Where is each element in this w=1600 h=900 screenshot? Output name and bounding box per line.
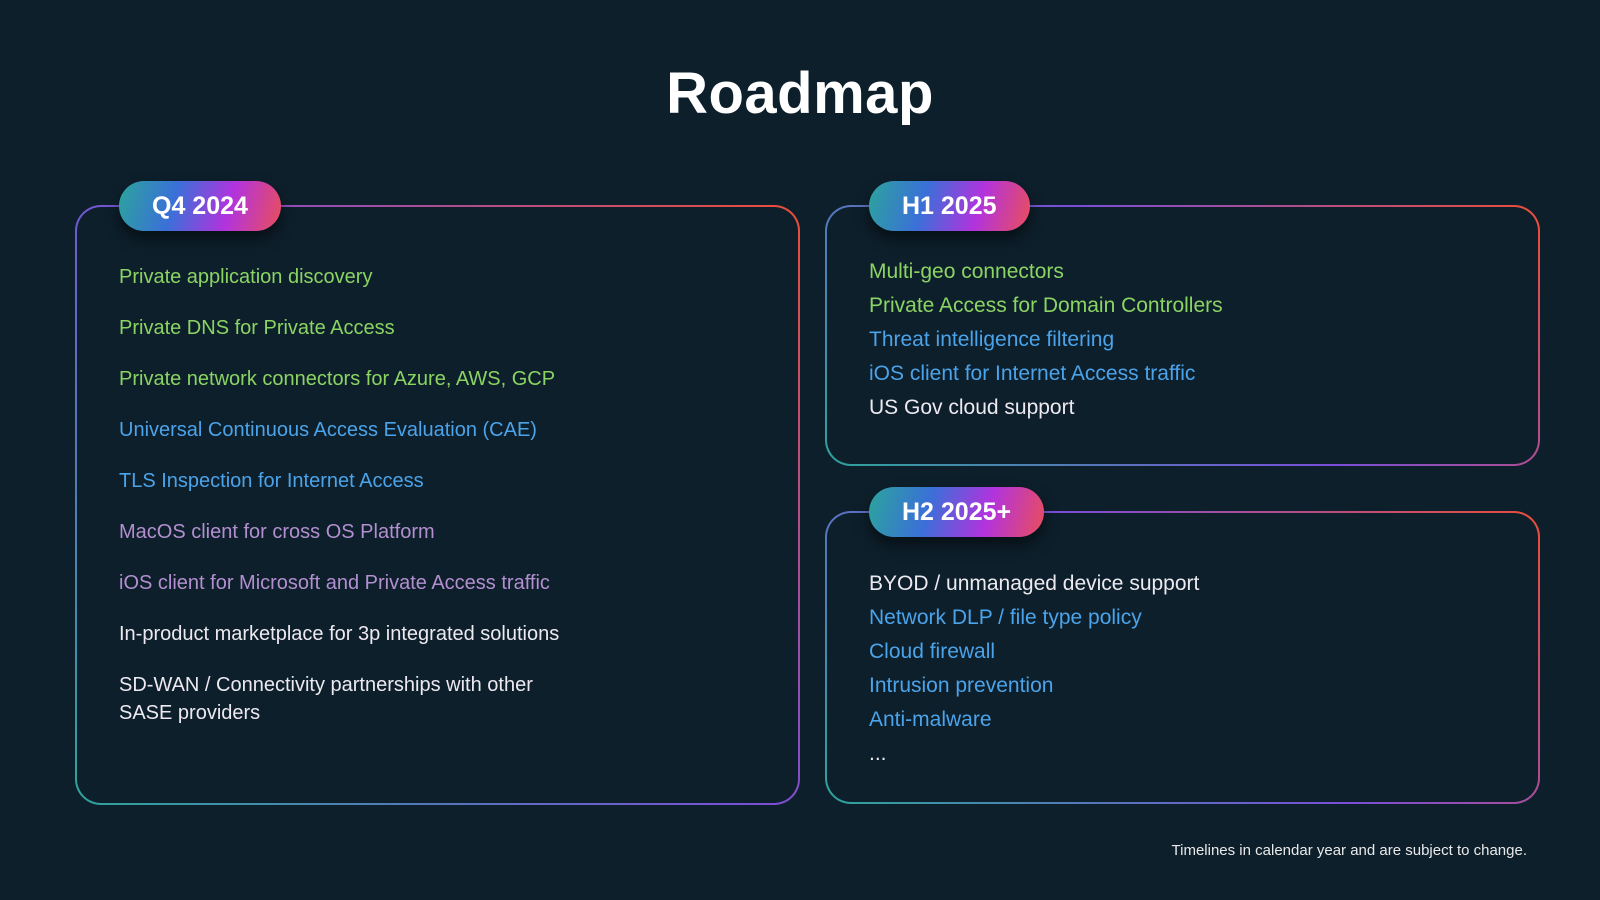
roadmap-item: Private DNS for Private Access bbox=[119, 317, 395, 339]
badge-label: Q4 2024 bbox=[152, 191, 248, 220]
roadmap-item: Intrusion prevention bbox=[869, 674, 1054, 697]
badge-h1-2025: H1 2025 bbox=[869, 181, 1030, 231]
roadmap-item: Multi-geo connectors bbox=[869, 260, 1064, 283]
roadmap-item: iOS client for Microsoft and Private Acc… bbox=[119, 572, 550, 594]
footnote: Timelines in calendar year and are subje… bbox=[1171, 842, 1527, 859]
item-list-q4-2024: Private application discovery Private DN… bbox=[77, 207, 798, 727]
item-list-h1-2025: Multi-geo connectors Private Access for … bbox=[827, 207, 1538, 425]
roadmap-item: ... bbox=[869, 742, 887, 765]
roadmap-item: Threat intelligence filtering bbox=[869, 328, 1115, 351]
roadmap-item: MacOS client for cross OS Platform bbox=[119, 521, 435, 543]
roadmap-item: SD-WAN / Connectivity partnerships with … bbox=[119, 674, 533, 724]
badge-q4-2024: Q4 2024 bbox=[119, 181, 281, 231]
badge-label: H2 2025+ bbox=[902, 497, 1012, 526]
roadmap-item: Network DLP / file type policy bbox=[869, 606, 1142, 629]
roadmap-item: Anti-malware bbox=[869, 708, 992, 731]
panel-h1-2025: H1 2025 Multi-geo connectors Private Acc… bbox=[825, 181, 1540, 466]
item-list-h2-2025-plus: BYOD / unmanaged device support Network … bbox=[827, 513, 1538, 771]
panel-q4-2024: Q4 2024 Private application discovery Pr… bbox=[75, 181, 800, 805]
roadmap-item: BYOD / unmanaged device support bbox=[869, 572, 1200, 595]
roadmap-item: TLS Inspection for Internet Access bbox=[119, 470, 424, 492]
roadmap-item: Cloud firewall bbox=[869, 640, 996, 663]
roadmap-item: Private network connectors for Azure, AW… bbox=[119, 368, 556, 390]
badge-label: H1 2025 bbox=[902, 191, 997, 220]
roadmap-item: In-product marketplace for 3p integrated… bbox=[119, 623, 560, 645]
roadmap-item: Universal Continuous Access Evaluation (… bbox=[119, 419, 537, 441]
badge-h2-2025-plus: H2 2025+ bbox=[869, 487, 1045, 537]
roadmap-item: Private application discovery bbox=[119, 266, 373, 288]
panel-h2-2025-plus: H2 2025+ BYOD / unmanaged device support… bbox=[825, 487, 1540, 804]
roadmap-item: Private Access for Domain Controllers bbox=[869, 294, 1223, 317]
page-title: Roadmap bbox=[666, 61, 934, 126]
roadmap-item: US Gov cloud support bbox=[869, 396, 1075, 419]
roadmap-item: iOS client for Internet Access traffic bbox=[869, 362, 1196, 385]
